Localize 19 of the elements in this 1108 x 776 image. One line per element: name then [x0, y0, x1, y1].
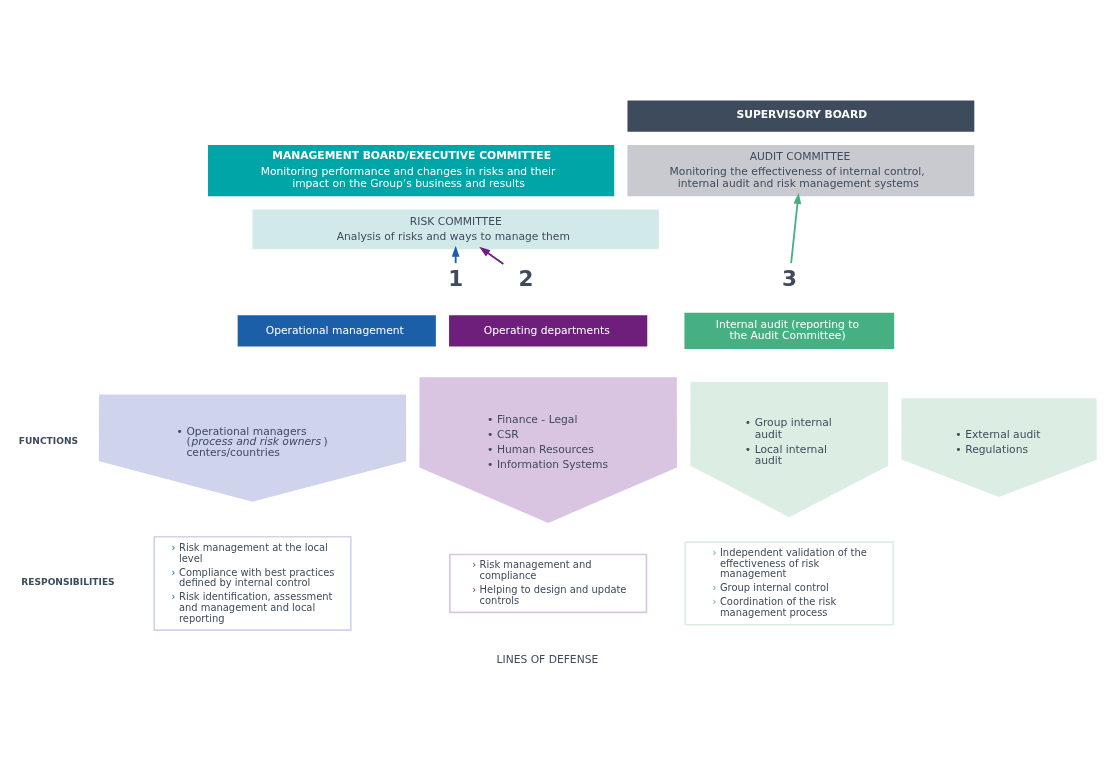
- node-box: AUDIT COMMITTEE Monitoring the effectiveness of internal control, internal audit and risk management systems: [627, 145, 975, 197]
- node-box: MANAGEMENT BOARD/EXECUTIVE COMMITTEE Monitoring performance and changes in risks and their impact on the Group’s business and results: [207, 145, 615, 197]
- node-text: 2: [518, 265, 534, 291]
- node-box: Operational management: [237, 315, 436, 347]
- node-box: › Independent validation of the effectiveness of risk management › Group internal control › Coordination of the risk management process: [684, 541, 895, 626]
- node-text: 3: [781, 265, 797, 291]
- node-box: Operating departments: [449, 315, 648, 347]
- node-box: RISK COMMITTEE Analysis of risks and ways to manage them: [252, 209, 659, 250]
- label: FUNCTIONS: [18, 436, 79, 446]
- node-box: Internal audit (reporting to the Audit Committee): [684, 312, 895, 350]
- label: LINES OF DEFENSE: [496, 652, 599, 666]
- arrow: [479, 246, 505, 265]
- arrow: [451, 245, 460, 265]
- node-box: › Risk management at the local level › Compliance with best practices defined by internal control › Risk identification, assessment and management and local reporting: [153, 535, 352, 631]
- node-text: 1: [448, 265, 464, 291]
- node-box: SUPERVISORY BOARD: [627, 100, 975, 132]
- label: RESPONSIBILITIES: [21, 576, 115, 587]
- arrow: [790, 192, 802, 265]
- node-box: › Risk management and compliance › Helping to design and update controls: [449, 553, 648, 614]
